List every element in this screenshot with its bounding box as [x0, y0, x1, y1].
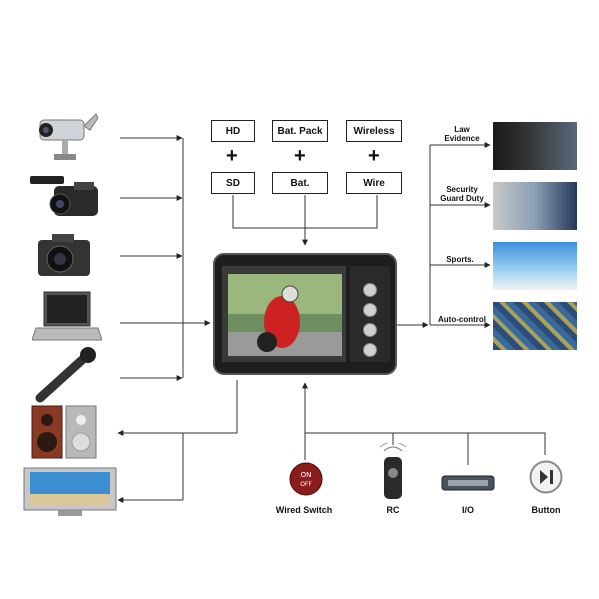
auto-control-thumbnail [493, 302, 577, 350]
plus-sign: + [368, 145, 380, 167]
output-label-auto: Auto-control [438, 315, 486, 324]
combo-top-label: Bat. Pack [277, 125, 323, 137]
off-text: OFF [300, 481, 312, 488]
microphone-icon [35, 347, 96, 403]
remote-control-icon [379, 443, 407, 499]
laptop-icon [32, 291, 102, 341]
output-label-sports: Sports. [446, 255, 474, 264]
combo-bottom-box-1: SD [211, 172, 255, 194]
combo-bottom-box-3: Wire [346, 172, 402, 194]
law-evidence-thumbnail [493, 122, 577, 170]
tv-monitor-icon [23, 467, 117, 516]
camcorder-icon [30, 176, 98, 216]
on-off-switch-icon: ON OFF [289, 462, 323, 496]
combo-top-box-3: Wireless [346, 120, 402, 142]
camera-icon [38, 234, 90, 276]
play-pause-button-icon [529, 460, 563, 494]
control-label-io: I/O [461, 505, 474, 515]
control-label-wired-switch: Wired Switch [275, 505, 333, 515]
output-label-law: Law Evidence [444, 125, 480, 143]
plus-sign: + [294, 145, 306, 167]
security-thumbnail [493, 182, 577, 230]
combo-top-label: Wireless [353, 125, 395, 137]
sports-thumbnail [493, 242, 577, 290]
combo-top-label: HD [225, 125, 241, 137]
combo-bottom-box-2: Bat. [272, 172, 328, 194]
on-text: ON [301, 471, 312, 479]
combo-bottom-label: Wire [363, 177, 385, 189]
io-connector-icon [441, 475, 495, 491]
dvr-device [213, 253, 397, 375]
security-camera-icon [39, 113, 99, 160]
combo-top-box-2: Bat. Pack [272, 120, 328, 142]
control-label-rc: RC [386, 505, 400, 515]
speaker-icon [31, 405, 97, 459]
output-label-security: Security Guard Duty [440, 185, 484, 203]
plus-sign: + [226, 145, 238, 167]
control-label-button: Button [531, 505, 561, 515]
combo-bottom-label: Bat. [290, 177, 310, 189]
combo-top-box-1: HD [211, 120, 255, 142]
combo-bottom-label: SD [226, 177, 240, 189]
